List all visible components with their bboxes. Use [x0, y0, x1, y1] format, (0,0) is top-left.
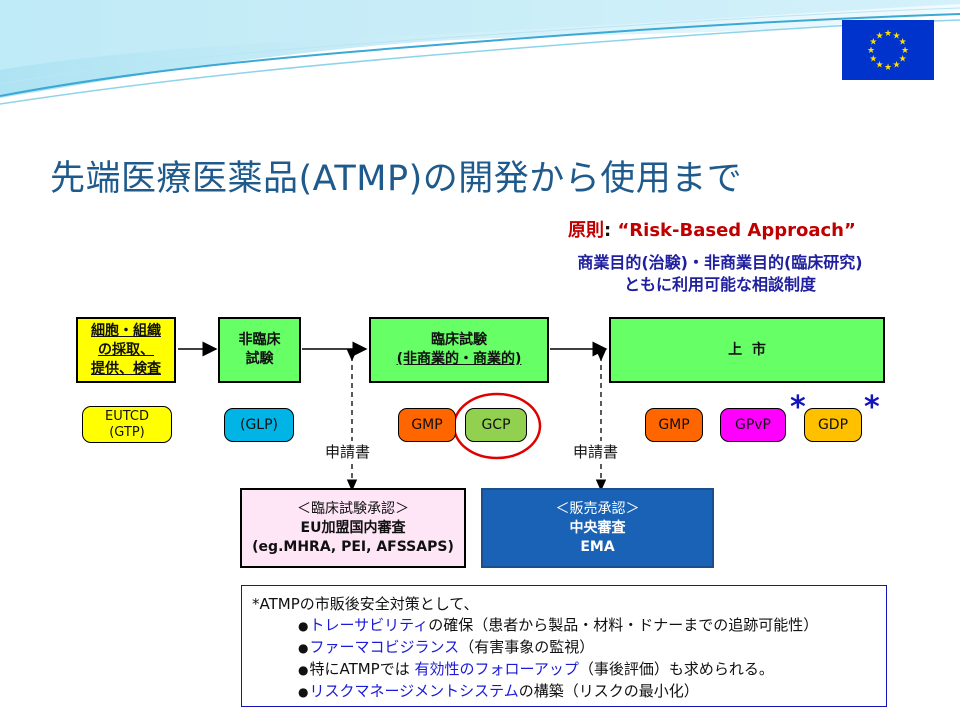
stage-collection-line: の採取、	[98, 341, 154, 358]
svg-text:★: ★	[884, 29, 892, 39]
note-item-rest: （事後評価）も求められる。	[578, 660, 774, 678]
stage-market: 上 市	[609, 317, 885, 383]
stage-nonclinical-line: 試験	[245, 351, 274, 367]
marketing-approval-line: EMA	[580, 538, 615, 555]
svg-text:★: ★	[875, 61, 883, 71]
pill-gpvp: GPvP	[720, 408, 786, 442]
note-heading: *ATMPの市販後安全対策として、	[252, 595, 479, 613]
bullet-icon: ●	[298, 685, 309, 699]
postmarket-safety-note: *ATMPの市販後安全対策として、 ●トレーサビリティの確保（患者から製品・材料…	[241, 585, 887, 707]
stage-market-label: 上 市	[728, 341, 766, 358]
note-item-highlight: リスクマネージメントシステム	[309, 682, 519, 700]
bullet-icon: ●	[298, 641, 309, 655]
principle-text: 原則: “Risk-Based Approach”	[568, 216, 856, 242]
stage-collection-line: 細胞・組織	[91, 322, 161, 339]
pill-gpvp-label: GPvP	[734, 416, 772, 433]
header-wave-decoration	[0, 0, 960, 105]
bullet-icon: ●	[298, 619, 309, 633]
svg-text:★: ★	[875, 31, 883, 41]
stage-nonclinical-line: 非臨床	[238, 332, 281, 348]
marketing-approval-line: 中央審査	[569, 519, 626, 536]
note-item-rest: （有害事象の監視）	[459, 638, 595, 656]
consultation-line-1: 商業目的(治験)・非商業目的(臨床研究)	[577, 253, 863, 272]
stage-clinical: 臨床試験 (非商業的・商業的)	[369, 317, 549, 383]
stage-collection: 細胞・組織 の採取、 提供、検査	[76, 317, 176, 383]
stage-clinical-line: (非商業的・商業的)	[396, 351, 522, 367]
pill-glp: (GLP)	[224, 408, 294, 442]
pill-gcp: GCP	[465, 408, 527, 442]
pill-gdp-label: GDP	[817, 416, 849, 433]
trial-approval-line: EU加盟国内審査	[300, 519, 406, 536]
pill-glp-label: (GLP)	[239, 416, 278, 433]
pill-eutcd-line: (GTP)	[109, 424, 145, 440]
application-label-trial: 申請書	[322, 441, 374, 462]
pill-gmp-clinical: GMP	[398, 408, 456, 442]
asterisk-gpvp: *	[790, 390, 806, 425]
pill-eutcd-line: EUTCD	[105, 408, 149, 424]
pill-gmp-label: GMP	[411, 416, 443, 433]
svg-text:★: ★	[884, 63, 892, 73]
principle-prefix: 原則	[568, 220, 604, 241]
bullet-icon: ●	[298, 663, 309, 677]
marketing-approval-line: ＜販売承認＞	[555, 500, 640, 517]
svg-text:★: ★	[899, 38, 907, 48]
marketing-approval-box: ＜販売承認＞ 中央審査 EMA	[481, 488, 714, 568]
svg-text:★: ★	[867, 46, 875, 56]
note-item-highlight: 有効性のフォローアップ	[414, 660, 579, 678]
note-item-rest: の構築（リスクの最小化）	[518, 682, 699, 700]
principle-approach: “Risk-Based Approach”	[617, 220, 856, 241]
svg-text:★: ★	[892, 61, 900, 71]
pill-gmp-market: GMP	[645, 408, 703, 442]
stage-collection-line: 提供、検査	[91, 360, 161, 377]
application-label-market: 申請書	[570, 441, 622, 462]
consultation-note: 商業目的(治験)・非商業目的(臨床研究) ともに利用可能な相談制度	[520, 252, 920, 296]
note-item-prefix: 特にATMPでは	[309, 660, 415, 678]
note-item-highlight: トレーサビリティ	[309, 616, 429, 634]
note-item: ●トレーサビリティの確保（患者から製品・材料・ドナーまでの追跡可能性）	[252, 615, 876, 637]
svg-text:★: ★	[892, 31, 900, 41]
note-item: ●特にATMPでは 有効性のフォローアップ（事後評価）も求められる。	[252, 659, 876, 681]
svg-text:★: ★	[869, 38, 877, 48]
stage-nonclinical: 非臨床 試験	[218, 317, 301, 383]
svg-text:★: ★	[899, 55, 907, 65]
svg-text:★: ★	[869, 55, 877, 65]
page-title: 先端医療医薬品(ATMP)の開発から使用まで	[50, 159, 743, 199]
note-item: ●リスクマネージメントシステムの構築（リスクの最小化）	[252, 681, 876, 703]
stage-clinical-line: 臨床試験	[430, 332, 487, 348]
trial-approval-box: ＜臨床試験承認＞ EU加盟国内審査 (eg.MHRA, PEI, AFSSAPS…	[240, 488, 466, 568]
pill-gmp-label: GMP	[658, 416, 690, 433]
pill-eutcd: EUTCD (GTP)	[82, 406, 172, 443]
pill-gdp: GDP	[804, 408, 862, 442]
pill-gcp-label: GCP	[481, 416, 511, 433]
trial-approval-line: ＜臨床試験承認＞	[297, 500, 409, 517]
eu-flag-icon: ★ ★ ★ ★ ★ ★ ★ ★ ★ ★ ★ ★	[842, 20, 934, 80]
svg-text:★: ★	[901, 46, 909, 56]
consultation-line-2: ともに利用可能な相談制度	[623, 275, 816, 294]
trial-approval-line: (eg.MHRA, PEI, AFSSAPS)	[252, 538, 454, 555]
note-item-rest: の確保（患者から製品・材料・ドナーまでの追跡可能性）	[428, 616, 819, 634]
note-item-highlight: ファーマコビジランス	[309, 638, 460, 656]
principle-separator: :	[604, 220, 618, 241]
asterisk-gdp: *	[864, 390, 880, 425]
note-item: ●ファーマコビジランス（有害事象の監視）	[252, 637, 876, 659]
